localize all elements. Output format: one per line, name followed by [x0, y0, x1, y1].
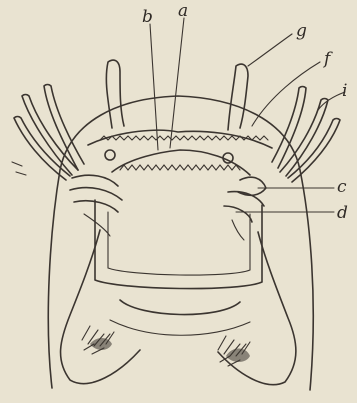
- right-setal-tuft: [218, 336, 250, 366]
- left-setal-tuft: [82, 326, 114, 354]
- left-eye-mark: [105, 150, 115, 160]
- leader-f: [252, 62, 320, 126]
- left-setae-fan: [12, 85, 84, 181]
- left-mandible: [70, 175, 122, 236]
- right-antenna: [228, 64, 248, 130]
- label-c: c: [337, 177, 347, 197]
- inner-frame-inner: [108, 212, 250, 275]
- label-g: g: [296, 21, 307, 41]
- left-antenna: [106, 60, 124, 128]
- label-d: d: [337, 203, 348, 223]
- lower-edge-arc-2: [110, 320, 250, 335]
- leader-g: [248, 34, 292, 66]
- label-b: b: [142, 7, 153, 27]
- leader-a: [170, 18, 184, 148]
- label-a: a: [178, 1, 188, 21]
- label-f: f: [322, 49, 333, 69]
- right-mandible-c: [224, 177, 266, 240]
- lower-edge-arc: [120, 300, 240, 315]
- label-i: i: [342, 81, 347, 101]
- head-capsule-outline: [48, 96, 313, 390]
- leader-b: [150, 24, 158, 150]
- leader-i: [318, 92, 345, 110]
- left-lower-lobe: [61, 230, 140, 384]
- serrated-plate-b-teeth: [120, 165, 240, 170]
